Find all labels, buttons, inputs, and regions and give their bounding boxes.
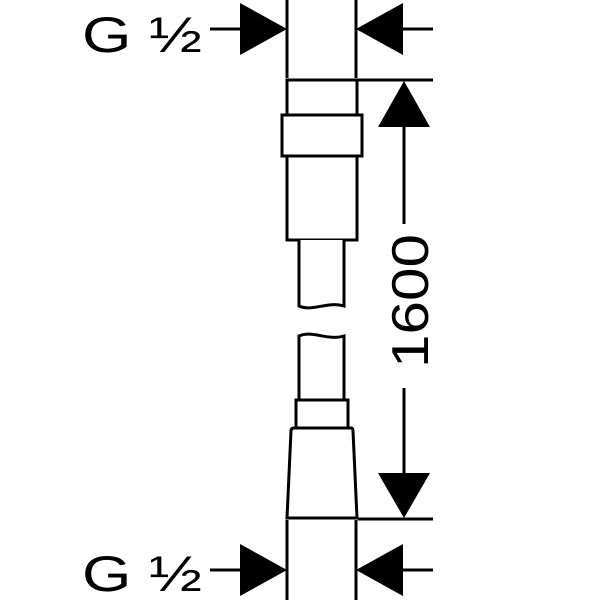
top-nut xyxy=(285,78,359,242)
bottom-arrow-left-head xyxy=(240,544,287,596)
length-dimension xyxy=(358,78,433,521)
length-arrow-bottom-head xyxy=(378,473,430,518)
top-nut-ring xyxy=(280,113,364,158)
bottom-thread-label: G ½ xyxy=(82,546,202,600)
length-arrow-top-head xyxy=(378,81,430,127)
bottom-conical-sleeve xyxy=(285,426,359,520)
upper-hose-segment xyxy=(297,240,346,310)
bottom-fitting xyxy=(285,398,359,520)
top-thread-dimension xyxy=(210,0,433,78)
length-dimension-label: 1600 xyxy=(382,234,440,368)
top-arrow-right-head xyxy=(356,3,403,55)
bottom-thread-dimension xyxy=(210,520,433,600)
top-arrow-left-head xyxy=(240,3,287,55)
bottom-collar xyxy=(294,398,350,431)
bottom-arrow-right-head xyxy=(356,544,403,596)
lower-hose-segment xyxy=(297,332,346,401)
top-thread-label: G ½ xyxy=(82,7,202,63)
top-fitting xyxy=(280,78,364,242)
